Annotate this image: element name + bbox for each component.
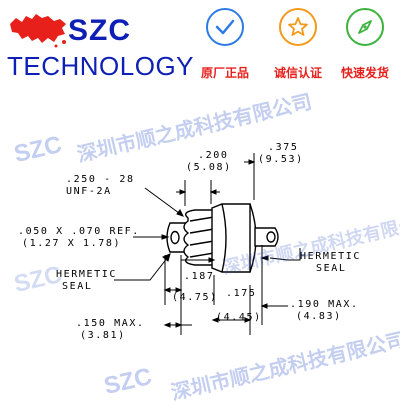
- dim-375-inch: .375: [268, 142, 299, 153]
- badge-genuine: 原厂正品: [190, 8, 260, 81]
- compass-icon: [346, 8, 384, 46]
- brand-subtitle: TECHNOLOGY: [7, 51, 195, 81]
- map-logo-icon: [10, 14, 66, 48]
- hermetic-seal-right-line1: HERMETIC: [300, 251, 361, 262]
- dim-190-mm: (4.83): [296, 311, 342, 322]
- brand-name: SZC: [68, 14, 131, 47]
- dim-175-mm: (4.45): [216, 312, 262, 323]
- badge-genuine-label: 原厂正品: [200, 66, 249, 80]
- check-icon: [206, 8, 244, 46]
- badge-certified-label: 诚信认证: [273, 66, 322, 80]
- part-outline: [114, 153, 301, 335]
- dim-375-mm: (9.53): [258, 154, 304, 165]
- hermetic-seal-left-line2: SEAL: [62, 281, 93, 292]
- thread-spec-class: UNF-2A: [66, 186, 112, 197]
- badge-shipping: 快速发货: [330, 8, 400, 81]
- hermetic-seal-right-line2: SEAL: [316, 263, 347, 274]
- dim-187-inch: .187: [184, 271, 215, 282]
- ref-dim-mm: (1.27 X 1.78): [22, 238, 122, 249]
- hermetic-seal-left-line1: HERMETIC: [56, 269, 117, 280]
- dim-150-mm: (3.81): [80, 330, 126, 341]
- star-icon: [279, 8, 317, 46]
- header: SZC TECHNOLOGY 原厂正品 诚信认证 快速发货: [0, 0, 400, 81]
- dim-175-inch: .175: [226, 288, 257, 299]
- ref-dim-inch: .050 X .070 REF.: [18, 226, 140, 237]
- technical-drawing: .200 (5.08) .375 (9.53) .250 - 28 UNF-2A…: [0, 80, 400, 404]
- thread-spec-size: .250 - 28: [66, 174, 135, 185]
- badge-shipping-label: 快速发货: [340, 66, 389, 80]
- dim-200-mm: (5.08): [186, 162, 232, 173]
- brand-block: SZC TECHNOLOGY: [0, 0, 194, 81]
- dim-200-inch: .200: [198, 150, 229, 161]
- badge-certified: 诚信认证: [263, 8, 333, 81]
- dim-190-inch: .190 MAX.: [290, 299, 359, 310]
- dim-187-mm: (4.75): [172, 292, 218, 303]
- dim-150-inch: .150 MAX.: [76, 318, 145, 329]
